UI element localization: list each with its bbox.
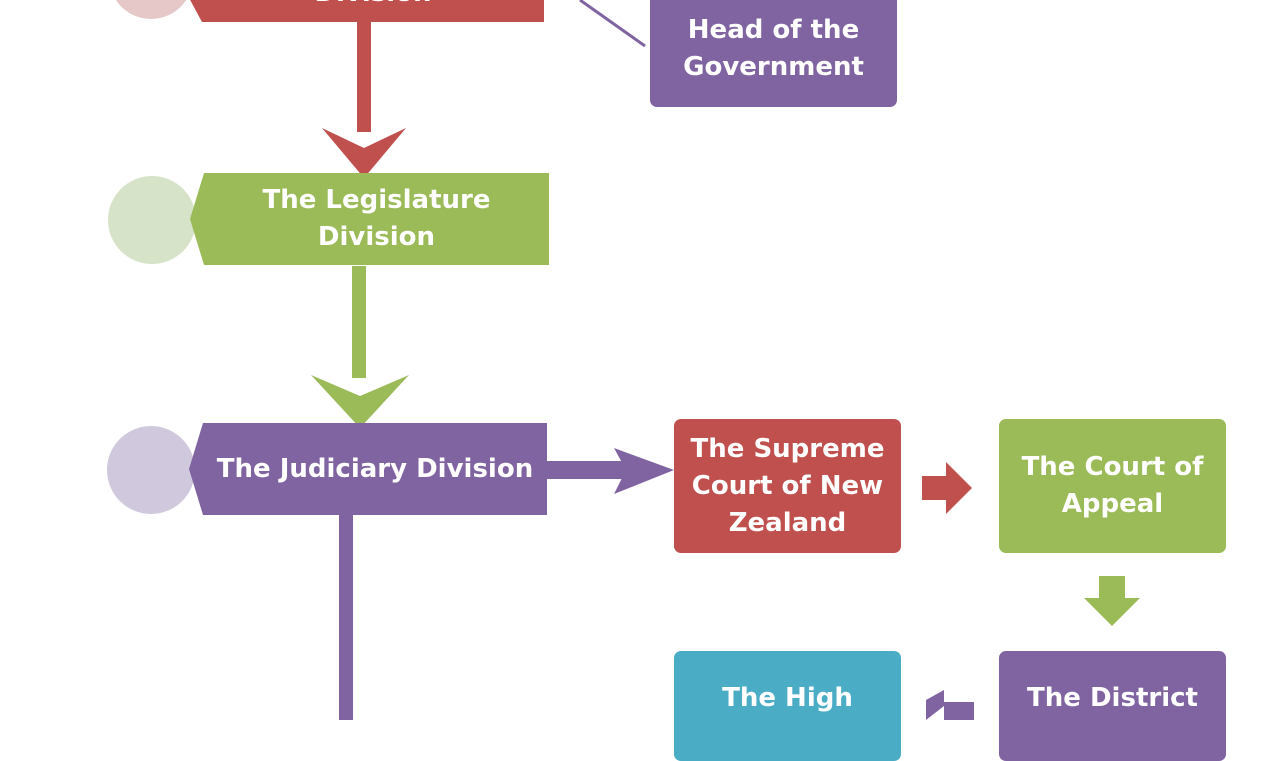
court-of-appeal-box: The Court of Appeal [999,419,1226,553]
executive-division-banner: Division [188,0,544,22]
supreme-court-box: The Supreme Court of New Zealand [674,419,901,553]
high-court-label: The High [722,683,853,713]
executive-to-head-connector [579,0,646,48]
executive-down-arrow-head [322,128,406,178]
supreme-court-label: The Supreme Court of New Zealand [690,433,885,538]
court-of-appeal-label: The Court of Appeal [1021,452,1204,519]
high-court-box: The High [674,651,901,761]
judiciary-division-banner: The Judiciary Division [189,423,547,515]
executive-down-arrow-shaft [357,20,371,132]
district-court-label: The District [1027,683,1198,713]
head-of-government-box: Head of the Government [650,0,897,107]
district-court-box: The District [999,651,1226,761]
judiciary-division-label: The Judiciary Division [216,453,534,484]
legislature-division-banner: The Legislature Division [190,173,549,265]
legislature-down-arrow-head [311,375,409,428]
district-to-high-arrow [926,690,974,720]
head-of-government-label: Head of the Government [683,14,864,82]
flow-diagram: Division Head of the Government The Legi… [102,0,1226,761]
judiciary-down-line [339,515,353,720]
judiciary-circle [102,421,200,519]
legislature-down-arrow-shaft [352,266,366,378]
appeal-to-district-arrow [1084,576,1140,626]
supreme-to-appeal-arrow [922,462,972,514]
judiciary-right-arrow-head [614,448,674,494]
executive-division-label: Division [314,0,431,12]
judiciary-right-arrow-shaft [546,461,626,479]
connector-layer [311,0,1140,720]
legislature-circle [103,171,201,269]
legislature-division-label: The Legislature Division [262,185,491,252]
